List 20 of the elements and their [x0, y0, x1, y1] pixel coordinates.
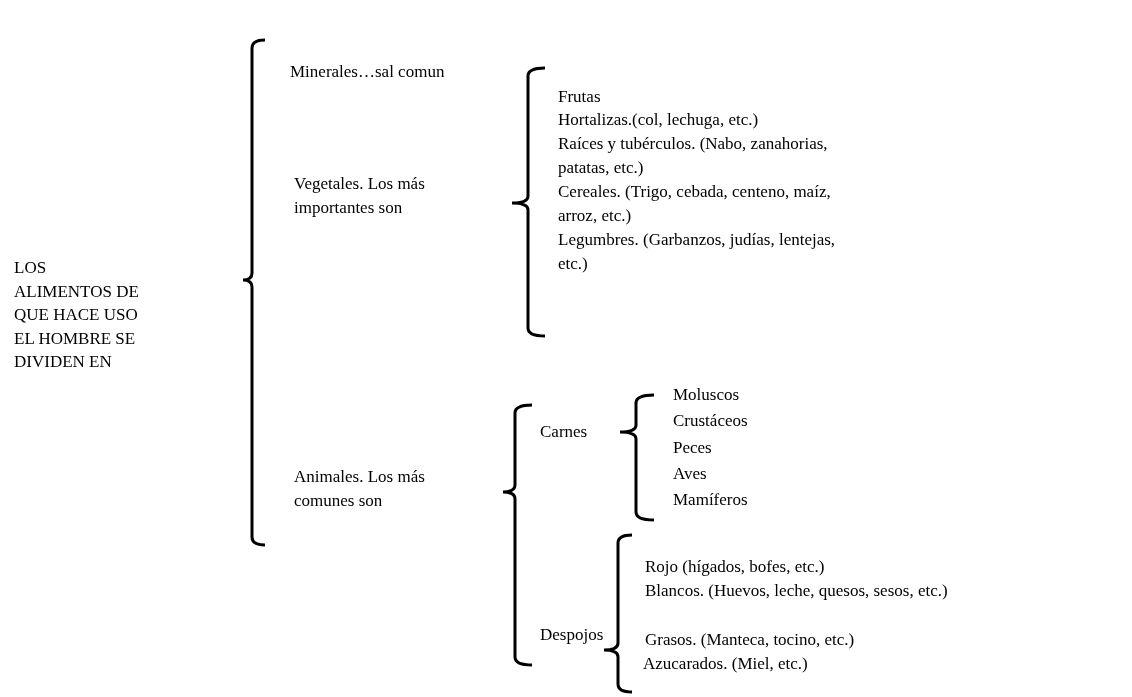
category-text: Animales. Los más comunes son	[294, 466, 426, 512]
category-text: Hortalizas.(col, lechuga, etc.)	[558, 109, 760, 131]
category-text: Despojos	[540, 624, 605, 646]
category-text: Minerales…sal comun	[290, 61, 446, 83]
category-text: LOS ALIMENTOS DE QUE HACE USO EL HOMBRE SE DIVIDEN EN	[14, 257, 139, 373]
category-text: Grasos. (Manteca, tocino, etc.)	[645, 629, 856, 651]
category-text: Raíces y tubérculos. (Nabo, zanahorias, patatas, etc.)	[558, 133, 829, 179]
category-text: Peces	[673, 437, 713, 459]
category-text: Blancos. (Huevos, leche, quesos, sesos, etc.)	[645, 580, 949, 602]
category-text: Legumbres. (Garbanzos, judías, lentejas, etc.)	[558, 229, 837, 275]
category-text: Aves	[673, 463, 708, 485]
category-text: Mamíferos	[673, 489, 749, 511]
category-text: Moluscos	[673, 384, 741, 406]
category-text: Carnes	[540, 421, 589, 443]
category-text: Azucarados. (Miel, etc.)	[643, 653, 809, 675]
category-text: Frutas	[558, 86, 602, 108]
category-text: Vegetales. Los más importantes son	[294, 173, 426, 219]
category-text: Cereales. (Trigo, cebada, centeno, maíz, arroz, etc.)	[558, 181, 832, 227]
category-text: Rojo (hígados, bofes, etc.)	[645, 556, 826, 578]
category-text: Crustáceos	[673, 410, 749, 432]
